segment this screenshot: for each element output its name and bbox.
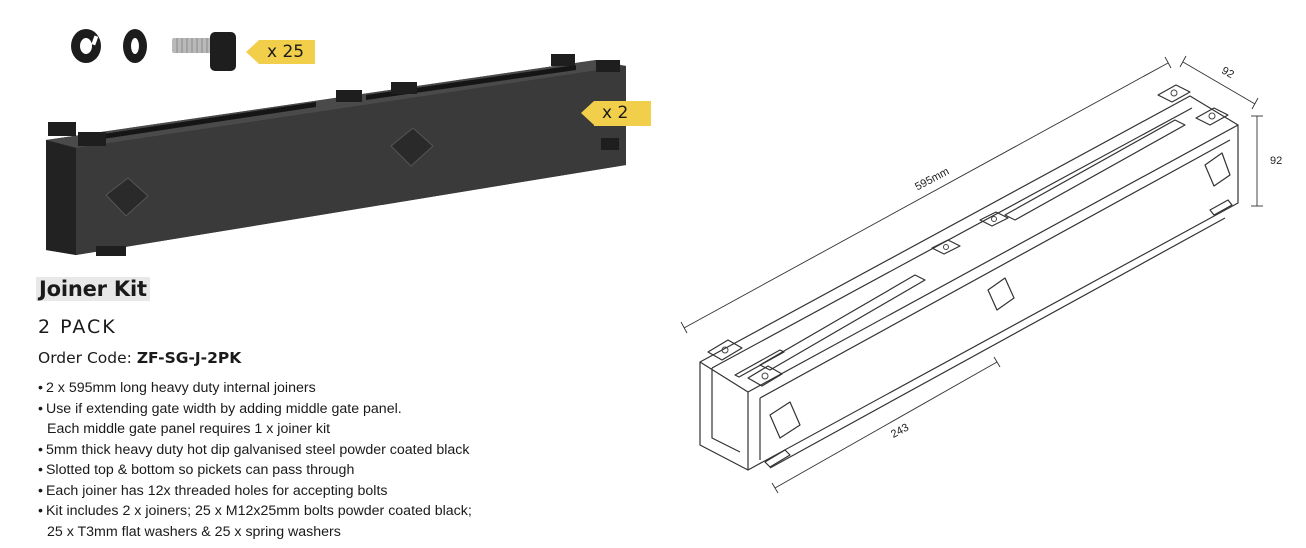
joiner-quantity-tag: x 2 <box>581 101 651 126</box>
order-code-label: Order Code: <box>38 349 137 367</box>
order-code-value: ZF-SG-J-2PK <box>136 349 242 367</box>
bolt-quantity-tag: x 25 <box>246 40 315 64</box>
spring-washer-icon <box>71 29 101 63</box>
list-item: Slotted top & bottom so pickets can pass… <box>38 460 472 481</box>
list-item: 25 x T3mm flat washers & 25 x spring was… <box>47 523 341 540</box>
order-code: Order Code: ZF-SG-J-2PK <box>38 349 241 367</box>
offset-dimension: 243 <box>889 422 911 441</box>
hardware-illustration <box>71 29 236 71</box>
list-item: Kit includes 2 x joiners; 25 x M12x25mm … <box>38 501 472 522</box>
list-item: Use if extending gate width by adding mi… <box>38 399 472 420</box>
list-item: 2 x 595mm long heavy duty internal joine… <box>38 378 472 399</box>
list-item: Each middle gate panel requires 1 x join… <box>47 421 331 437</box>
product-title: Joiner Kit <box>36 277 150 301</box>
bolt-icon <box>172 32 236 71</box>
feature-list: 2 x 595mm long heavy duty internal joine… <box>38 378 472 542</box>
list-item: 5mm thick heavy duty hot dip galvanised … <box>38 440 472 461</box>
pack-size: 2 PACK <box>38 316 117 338</box>
flat-washer-icon <box>123 29 147 63</box>
height-dimension: 92 <box>1270 155 1282 167</box>
list-item: Each joiner has 12x threaded holes for a… <box>38 481 472 502</box>
length-dimension: 595mm <box>913 165 951 193</box>
joiner-product-image <box>46 54 626 256</box>
width-dimension: 92 <box>1219 65 1236 82</box>
